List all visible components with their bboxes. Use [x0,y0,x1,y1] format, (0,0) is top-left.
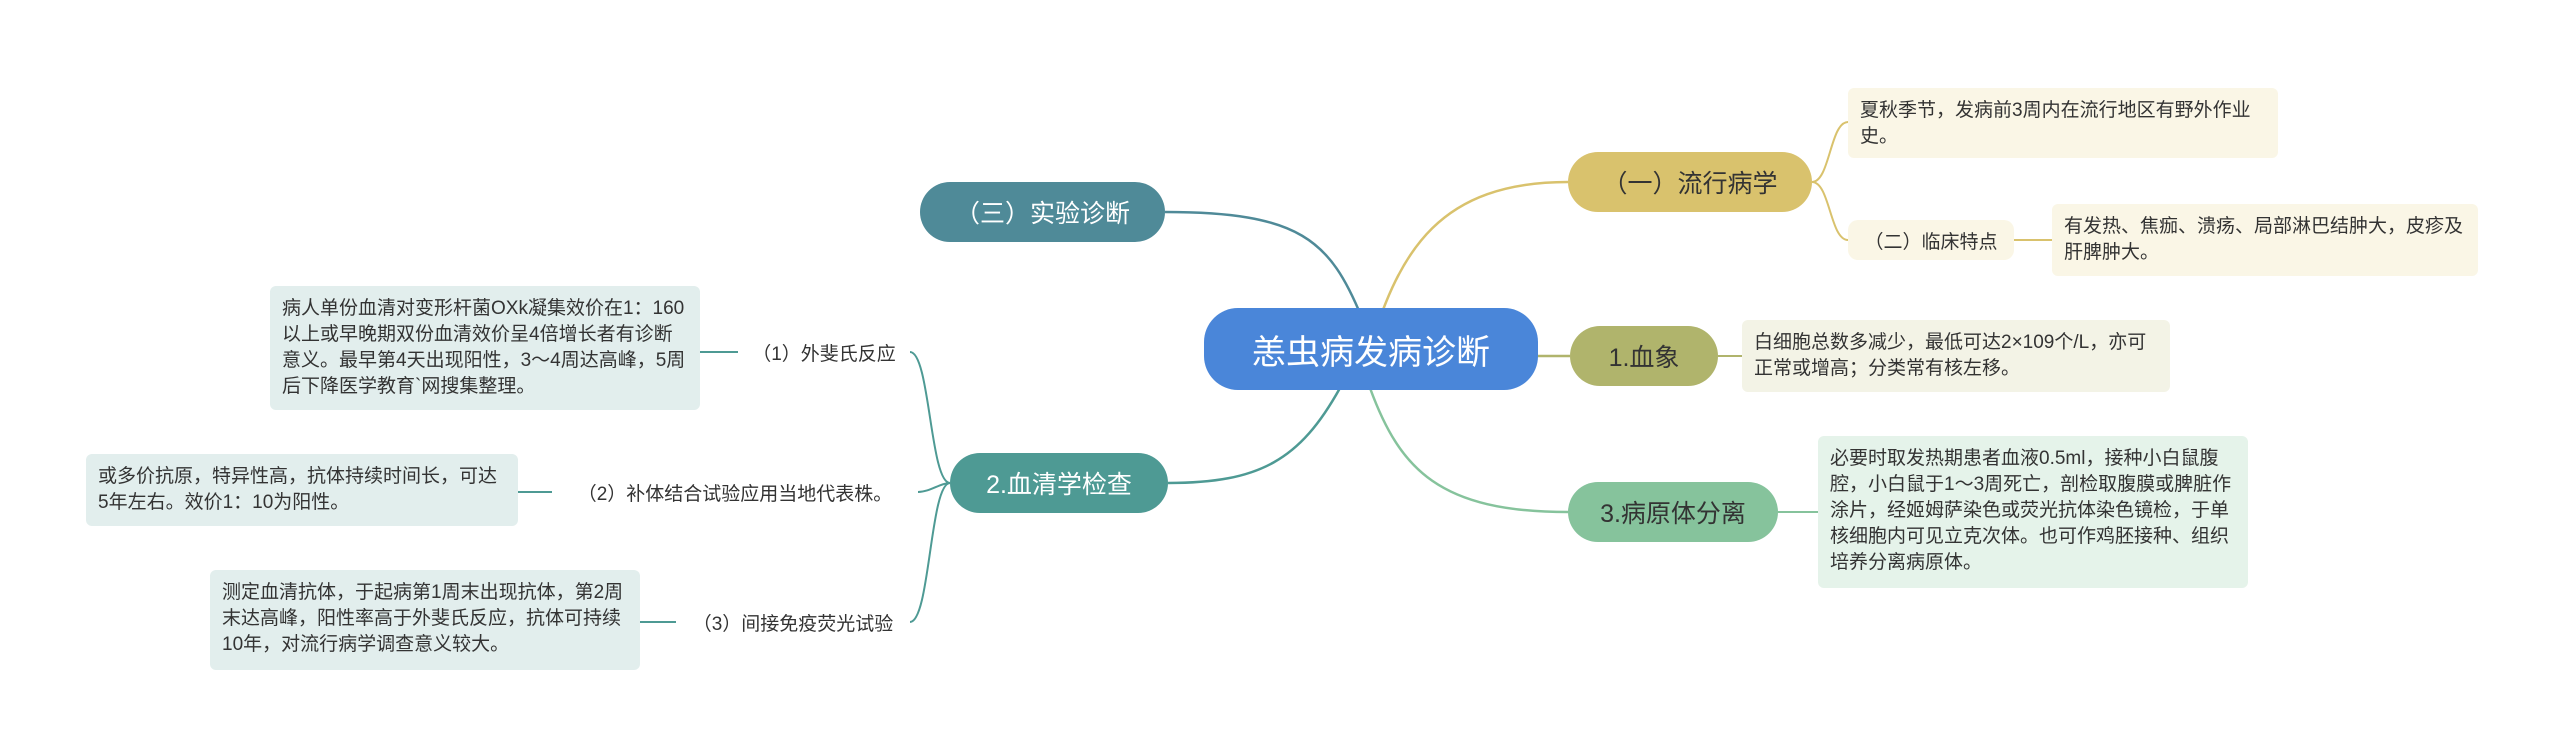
immunofluorescence-detail: 测定血清抗体，于起病第1周末出现抗体，第2周末达高峰，阳性率高于外斐氏反应，抗体… [210,570,640,670]
branch-epidemiology[interactable]: （一）流行病学 [1568,152,1812,212]
branch-blood[interactable]: 1.血象 [1570,326,1718,386]
link-serology-child-3 [909,482,951,623]
epidemiology-detail: 夏秋季节，发病前3周内在流行地区有野外作业史。 [1848,88,2278,158]
link-root-serology [1167,387,1342,485]
branch-serology[interactable]: 2.血清学检查 [950,453,1168,513]
link-root-lab [1164,210,1364,319]
link-epidemiology-clinical [1811,181,1849,241]
weil-felix-detail: 病人单份血清对变形杆菌OXk凝集效价在1：160以上或早晚期双份血清效价呈4倍增… [270,286,700,410]
link-root-isolation [1368,387,1569,514]
branch-lab-diagnosis[interactable]: （三）实验诊断 [920,182,1165,242]
serology-weil-felix[interactable]: （1）外斐氏反应 [738,332,910,372]
link-serology-child-1 [909,351,951,484]
branch-isolation[interactable]: 3.病原体分离 [1568,482,1778,542]
blood-detail: 白细胞总数多减少，最低可达2×109个/L，亦可正常或增高；分类常有核左移。 [1742,320,2170,392]
serology-complement-fixation[interactable]: （2）补体结合试验应用当地代表株。 [552,472,918,512]
complement-fixation-detail: 或多价抗原，特异性高，抗体持续时间长，可达5年左右。效价1：10为阳性。 [86,454,518,526]
clinical-features[interactable]: （二）临床特点 [1848,220,2014,260]
serology-immunofluorescence[interactable]: （3）间接免疫荧光试验 [676,602,910,642]
isolation-detail: 必要时取发热期患者血液0.5ml，接种小白鼠腹腔，小白鼠于1～3周死亡，剖检取腹… [1818,436,2248,588]
link-epidemiology-detail [1811,121,1849,183]
clinical-features-detail: 有发热、焦痂、溃疡、局部淋巴结肿大，皮疹及肝脾肿大。 [2052,204,2478,276]
root-topic[interactable]: 恙虫病发病诊断 [1204,308,1538,390]
